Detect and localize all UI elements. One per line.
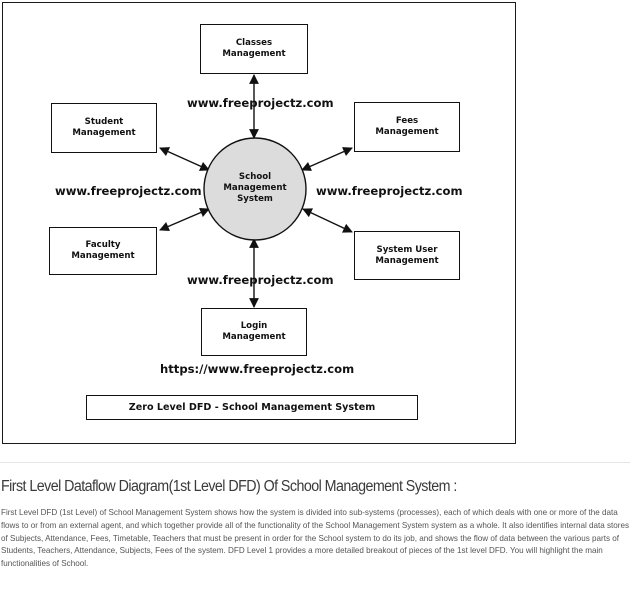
watermark-left: www.freeprojectz.com <box>55 184 202 198</box>
process-circle <box>203 137 307 241</box>
entity-login-management: Login Management <box>201 308 307 356</box>
diagram-caption: Zero Level DFD - School Management Syste… <box>86 395 418 420</box>
entity-fees-management: Fees Management <box>354 102 460 152</box>
dfd-connectors <box>159 74 353 308</box>
watermark-url[interactable]: https://www.freeprojectz.com <box>160 362 355 376</box>
article-heading: First Level Dataflow Diagram(1st Level D… <box>1 478 457 495</box>
section-divider <box>0 462 630 463</box>
flow-student <box>159 147 210 171</box>
article-paragraph: First Level DFD (1st Level) of School Ma… <box>1 508 630 569</box>
entity-system-user-management: System User Management <box>354 231 460 280</box>
entity-classes-management: Classes Management <box>200 24 308 74</box>
watermark-bottom: www.freeprojectz.com <box>187 273 334 287</box>
process-label: School Management System <box>223 172 287 204</box>
entity-student-management: Student Management <box>51 103 157 153</box>
watermark-right: www.freeprojectz.com <box>316 184 463 198</box>
flow-fees <box>301 147 353 171</box>
flow-system-user <box>302 208 353 233</box>
flow-faculty <box>159 207 210 232</box>
entity-faculty-management: Faculty Management <box>49 227 157 275</box>
watermark-top: www.freeprojectz.com <box>187 96 334 110</box>
